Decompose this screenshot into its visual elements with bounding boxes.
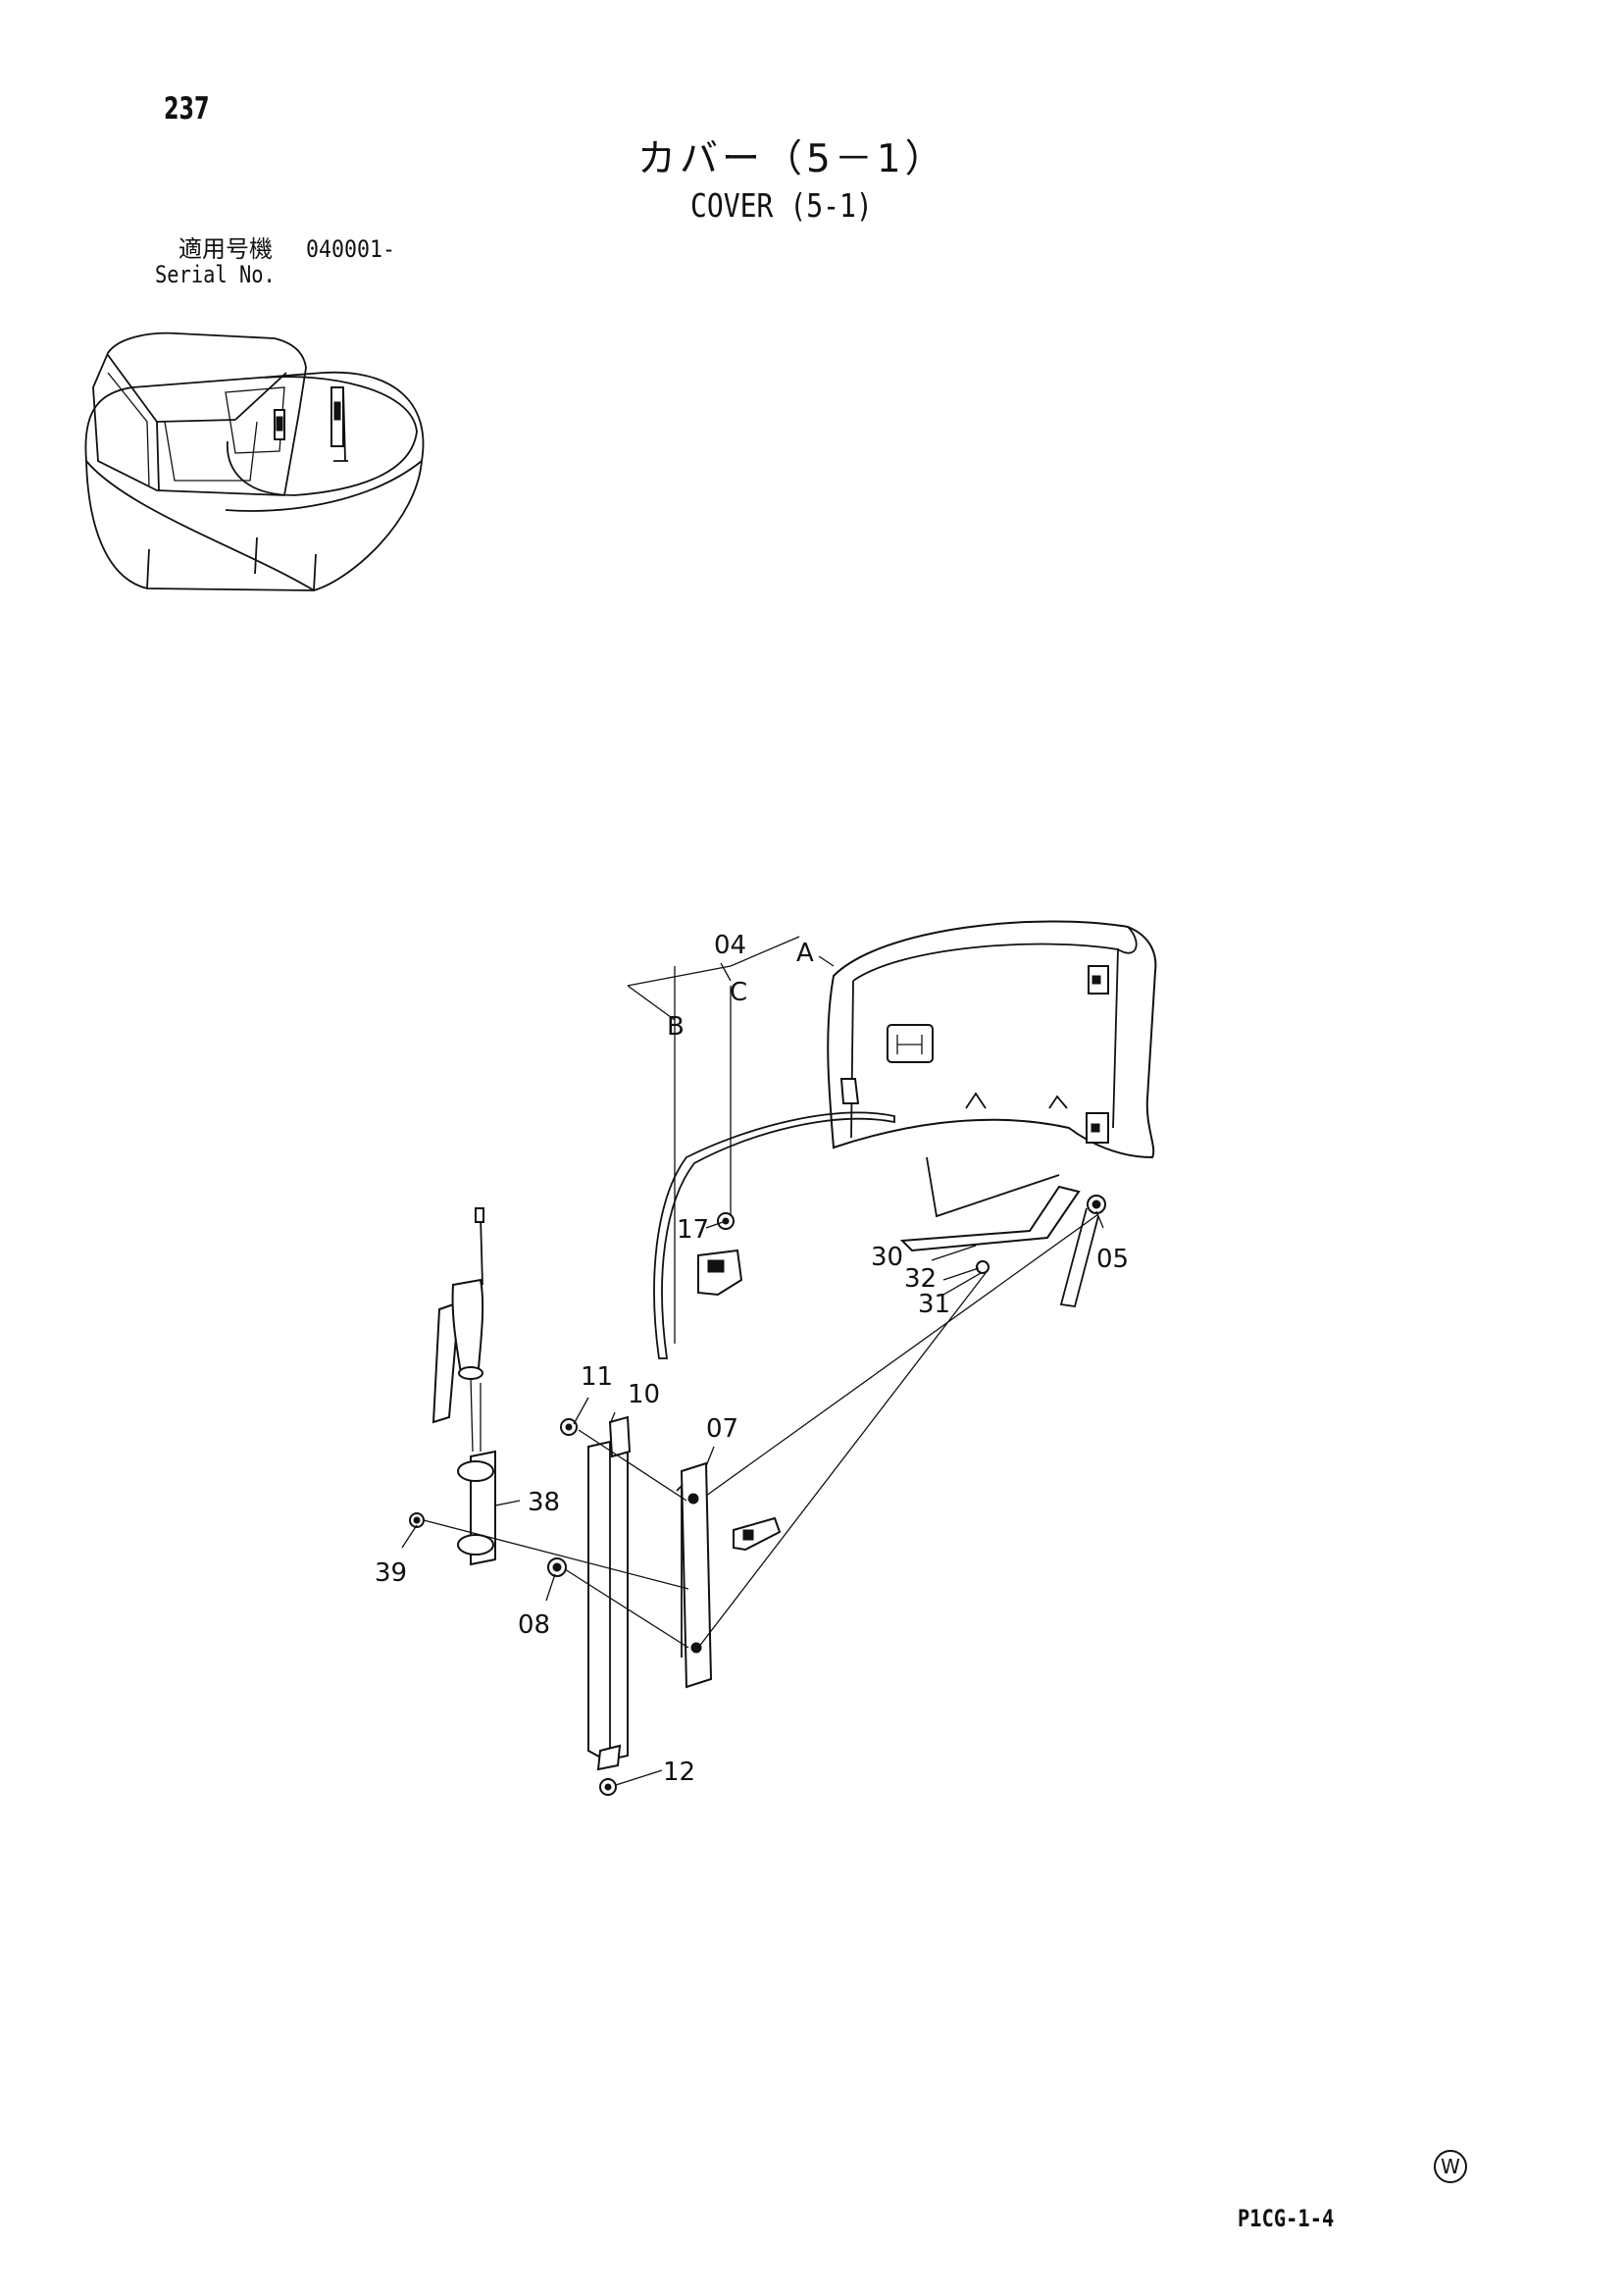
cover-panel-assembly: [827, 920, 1157, 1159]
serial-label-japanese: 適用号機: [178, 235, 273, 263]
callout-07: 07: [706, 1414, 738, 1444]
bolt-12: [599, 1778, 617, 1796]
callout-05: 05: [1096, 1245, 1129, 1274]
callout-17: 17: [677, 1215, 709, 1245]
serial-label-english: Serial No.: [155, 261, 276, 288]
document-code: P1CG-1-4: [1238, 2205, 1335, 2232]
callout-39: 39: [375, 1558, 407, 1588]
callout-38: 38: [528, 1488, 560, 1517]
gas-spring: [431, 1207, 496, 1566]
serial-range: 040001-: [306, 235, 396, 263]
leader-lines: [401, 1210, 1104, 1786]
callout-labels: 04 A B C 17 30 32 31 05 11 10 07 38 39 0…: [375, 931, 1129, 1787]
assembly-lines: [423, 936, 1099, 1649]
stay-10: [587, 1415, 632, 1771]
callout-10: 10: [628, 1380, 660, 1409]
bracket-assembly: [899, 1156, 1081, 1274]
callout-31: 31: [918, 1290, 950, 1319]
bolt-39: [409, 1512, 425, 1528]
bolt-11: [560, 1418, 578, 1436]
excavator-key-map: [84, 332, 425, 591]
callout-30: 30: [871, 1243, 903, 1272]
bracket-07: [676, 1461, 782, 1689]
page-title-japanese: カバー（5－1）: [637, 137, 947, 181]
callout-04: 04: [714, 931, 746, 960]
callout-11: 11: [581, 1362, 613, 1392]
seal-strip-b: [653, 1111, 895, 1359]
callout-c: C: [730, 978, 747, 1007]
callout-32: 32: [904, 1264, 937, 1294]
page-title-english: COVER (5-1): [690, 186, 873, 225]
callout-08: 08: [518, 1610, 550, 1640]
bolt-08: [547, 1557, 567, 1577]
circled-w-mark: W: [1434, 2150, 1467, 2183]
bolt-05: [1059, 1195, 1106, 1308]
catch-c: [697, 1212, 743, 1297]
callout-a: A: [796, 939, 814, 968]
callout-12: 12: [663, 1758, 695, 1787]
callout-b: B: [667, 1012, 685, 1042]
page-number: 237: [164, 91, 210, 127]
